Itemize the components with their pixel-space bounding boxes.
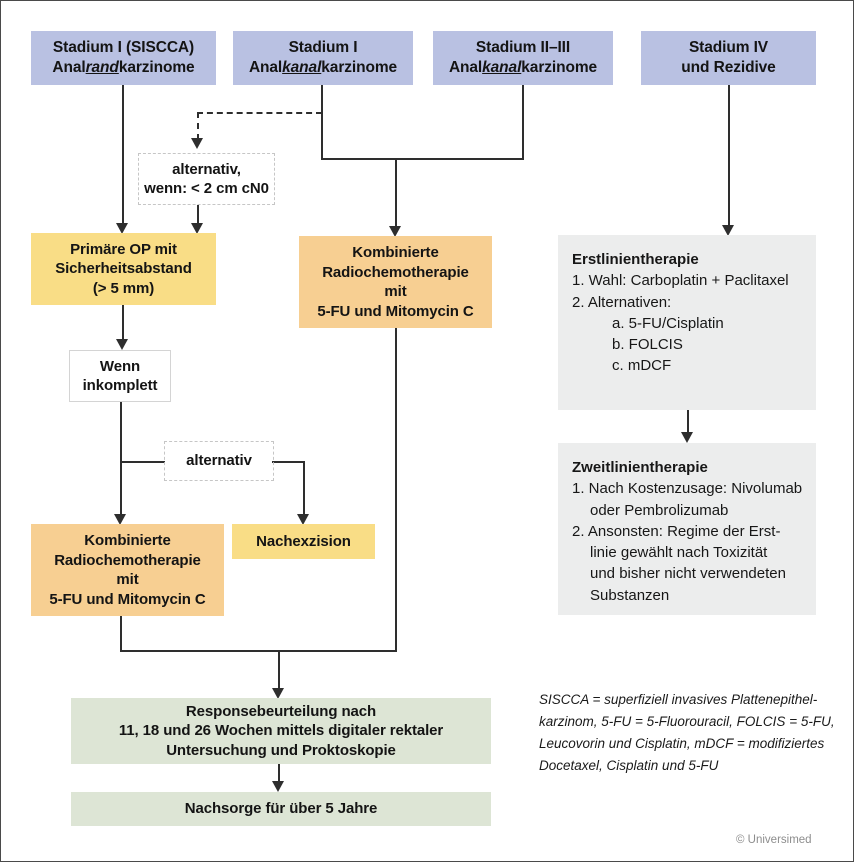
- header-line-2: und Rezidive: [681, 59, 776, 76]
- wenn-inkomplett-line-1: Wenn: [99, 357, 141, 375]
- legend-line-3: Leucovorin und Cisplatin, mDCF = modifiz…: [539, 735, 825, 751]
- header-line-1: Stadium IV: [688, 38, 769, 56]
- header-line-1: Stadium I: [288, 38, 358, 56]
- first-line-title: Erstlinientherapie: [572, 251, 699, 268]
- rct-lower-line-2: Radiochemotherapie: [54, 551, 201, 569]
- legend-abbreviations: SISCCA = superfiziell invasives Plattene…: [539, 689, 839, 776]
- rct-center-line-1: Kombinierte: [352, 244, 439, 261]
- connector-stadium4-to-first-line: [728, 85, 730, 227]
- legend-line-1: SISCCA = superfiziell invasives Plattene…: [539, 692, 818, 707]
- arrowhead-rct-lower: [114, 514, 126, 525]
- legend-line-4: Docetaxel, Cisplatin und 5-FU: [539, 757, 719, 773]
- arrowhead-primary-op-left: [116, 223, 128, 234]
- response-line-1: Responsebeurteilung nach: [185, 702, 377, 720]
- connector-analkanal-down: [321, 85, 323, 159]
- connector-rct-lower-down: [120, 616, 122, 652]
- connector-response-to-nachsorge: [278, 764, 280, 784]
- connector-dashed-down-alternativ-cn0: [197, 112, 199, 140]
- second-line-item-6: Substanzen: [590, 586, 670, 604]
- box-erstlinientherapie: Erstlinientherapie 1. Wahl: Carboplatin …: [558, 235, 816, 410]
- arrowhead-second-line: [681, 432, 693, 443]
- connector-first-to-second-line: [687, 410, 689, 435]
- arrowhead-alternativ-cn0: [191, 138, 203, 149]
- box-rct-center: Kombinierte Radiochemotherapie mit 5-FU …: [299, 236, 492, 328]
- primary-op-line-3: (> 5 mm): [92, 279, 155, 297]
- arrowhead-nachexzision: [297, 514, 309, 525]
- header-box-stadium-2-3-analkanal: Stadium II–III Analkanalkarzinome: [433, 31, 613, 85]
- second-line-item-3: 2. Ansonsten: Regime der Erst-: [572, 522, 781, 540]
- header-line-2: Analkanalkarzinome: [248, 59, 398, 76]
- legend-line-2: karzinom, 5-FU = 5-Fluorouracil, FOLCIS …: [539, 713, 835, 729]
- connector-dashed-to-alternativ-cn0: [197, 112, 322, 114]
- rct-center-line-3: mit: [384, 283, 407, 300]
- arrowhead-first-line: [722, 225, 734, 236]
- connector-primary-op-to-wenn-inkomplett: [122, 305, 124, 341]
- box-zweitlinientherapie: Zweitlinientherapie 1. Nach Kostenzusage…: [558, 443, 816, 615]
- response-line-3: Untersuchung und Proktoskopie: [166, 741, 396, 759]
- box-nachexzision: Nachexzision: [232, 524, 375, 559]
- arrowhead-rct-center: [389, 226, 401, 237]
- second-line-item-1: 1. Nach Kostenzusage: Nivolumab: [572, 480, 803, 498]
- connector-response-merge-bar: [120, 650, 397, 652]
- response-line-2: 11, 18 und 26 Wochen mittels digitaler r…: [118, 722, 444, 740]
- arrowhead-wenn-inkomplett: [116, 339, 128, 350]
- connector-analrand-to-primary-op: [122, 85, 124, 225]
- box-primaere-op: Primäre OP mit Sicherheitsabstand (> 5 m…: [31, 233, 216, 305]
- first-line-item-2: 2. Alternativen:: [572, 293, 672, 311]
- first-line-item-1: 1. Wahl: Carboplatin + Paclitaxel: [572, 272, 789, 290]
- connector-merge-bar-center: [321, 158, 524, 160]
- connector-alternativ-cn0-to-primary-op: [197, 205, 199, 225]
- first-line-item-5: c. mDCF: [612, 357, 672, 375]
- primary-op-line-1: Primäre OP mit: [70, 240, 177, 258]
- box-rct-lower: Kombinierte Radiochemotherapie mit 5-FU …: [31, 524, 224, 616]
- dashed-box-alternativ-cn0: alternativ, wenn: < 2 cm cN0: [138, 153, 275, 205]
- box-responsebeurteilung: Responsebeurteilung nach 11, 18 und 26 W…: [71, 698, 491, 764]
- nachsorge-label: Nachsorge für über 5 Jahre: [184, 800, 378, 818]
- connector-alternativ-left-arm: [120, 461, 165, 463]
- alternativ-label: alternativ: [186, 452, 252, 470]
- header-line-1: Stadium II–III: [475, 38, 571, 56]
- copyright-notice: © Universimed: [736, 834, 812, 846]
- connector-alternativ-right-arm: [272, 461, 304, 463]
- connector-merge-to-response: [278, 650, 280, 690]
- rct-center-line-2: Radiochemotherapie: [322, 263, 469, 281]
- second-line-item-5: und bisher nicht verwendeten: [590, 565, 786, 583]
- box-wenn-inkomplett: Wenn inkomplett: [69, 350, 171, 402]
- connector-wenn-inkomplett-down: [120, 402, 122, 518]
- arrowhead-nachsorge: [272, 781, 284, 792]
- second-line-item-4: linie gewählt nach Toxizität: [590, 544, 768, 562]
- rct-lower-line-4: 5-FU und Mitomycin C: [49, 590, 206, 608]
- first-line-item-4: b. FOLCIS: [612, 336, 683, 354]
- header-line-1: Stadium I (SISCCA): [52, 38, 195, 56]
- header-box-stadium-1-analkanal: Stadium I Analkanalkarzinome: [233, 31, 413, 85]
- connector-rct-center-down: [395, 328, 397, 650]
- alternativ-cn0-line-2: wenn: < 2 cm cN0: [144, 180, 269, 197]
- wenn-inkomplett-line-2: inkomplett: [82, 377, 158, 394]
- connector-alternativ-to-nachexzision: [303, 461, 305, 516]
- primary-op-line-2: Sicherheitsabstand: [55, 260, 192, 278]
- dashed-box-alternativ: alternativ: [164, 441, 274, 481]
- connector-stadium23-down: [522, 85, 524, 159]
- rct-lower-line-1: Kombinierte: [84, 532, 171, 549]
- header-box-stadium-1-analrand: Stadium I (SISCCA) Analrandkarzinome: [31, 31, 216, 85]
- first-line-item-3: a. 5-FU/Cisplatin: [612, 314, 724, 332]
- header-line-2: Analkanalkarzinome: [448, 59, 598, 76]
- rct-center-line-4: 5-FU und Mitomycin C: [317, 302, 474, 320]
- connector-merge-to-rct-center: [395, 158, 397, 228]
- second-line-title: Zweitlinientherapie: [572, 459, 708, 476]
- box-nachsorge: Nachsorge für über 5 Jahre: [71, 792, 491, 826]
- nachexzision-label: Nachexzision: [256, 532, 351, 550]
- rct-lower-line-3: mit: [116, 571, 139, 588]
- second-line-item-2: oder Pembrolizumab: [590, 501, 729, 519]
- arrowhead-response: [272, 688, 284, 699]
- header-line-2: Analrandkarzinome: [52, 59, 195, 76]
- arrowhead-primary-op-right: [191, 223, 203, 234]
- header-box-stadium-4-rezidive: Stadium IV und Rezidive: [641, 31, 816, 85]
- alternativ-cn0-line-1: alternativ,: [172, 160, 241, 178]
